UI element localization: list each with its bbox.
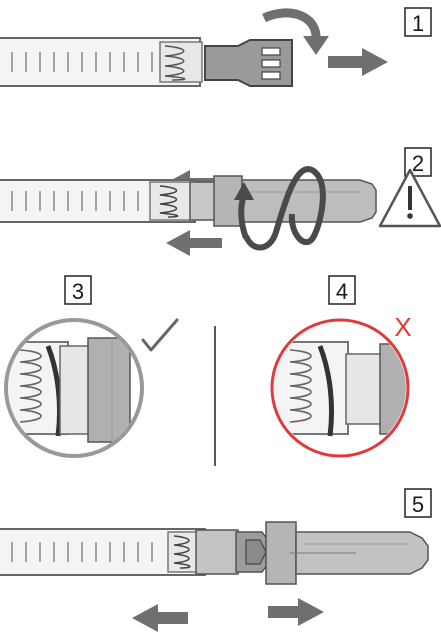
twist-arrow-icon bbox=[234, 166, 326, 251]
arrow-right-icon bbox=[268, 598, 324, 626]
step-1-number-box: 1 bbox=[404, 7, 432, 37]
step-2-number-box: 2 bbox=[404, 147, 432, 177]
zoom-circle-incorrect bbox=[270, 318, 410, 458]
arrow-left-icon bbox=[166, 230, 222, 256]
step-5-number-box: 5 bbox=[404, 488, 432, 518]
warning-icon bbox=[378, 168, 441, 228]
step-4-number-box: 4 bbox=[328, 275, 356, 305]
step-1: 1 bbox=[0, 7, 432, 87]
tubing bbox=[0, 179, 196, 223]
svg-text:5: 5 bbox=[412, 492, 424, 517]
wrong-mark: X bbox=[394, 312, 411, 342]
svg-text:2: 2 bbox=[412, 151, 424, 176]
svg-text:4: 4 bbox=[336, 279, 348, 304]
tubing bbox=[0, 528, 206, 576]
check-icon bbox=[141, 318, 179, 352]
step-4: 4 X bbox=[270, 275, 412, 458]
step-5: 5 bbox=[0, 488, 432, 632]
svg-text:3: 3 bbox=[72, 279, 84, 304]
zoom-circle-correct bbox=[4, 318, 144, 458]
connector-cap bbox=[204, 39, 293, 87]
arrow-left-icon bbox=[132, 604, 188, 632]
arrow-right-icon bbox=[328, 48, 388, 76]
connector bbox=[189, 175, 377, 227]
step-3-number-box: 3 bbox=[64, 275, 92, 305]
step-2: 2 bbox=[0, 147, 441, 256]
tubing bbox=[0, 37, 203, 87]
svg-text:1: 1 bbox=[412, 11, 424, 36]
step-3: 3 bbox=[4, 275, 179, 458]
curved-arrow-icon bbox=[262, 8, 329, 55]
connector bbox=[195, 521, 429, 585]
